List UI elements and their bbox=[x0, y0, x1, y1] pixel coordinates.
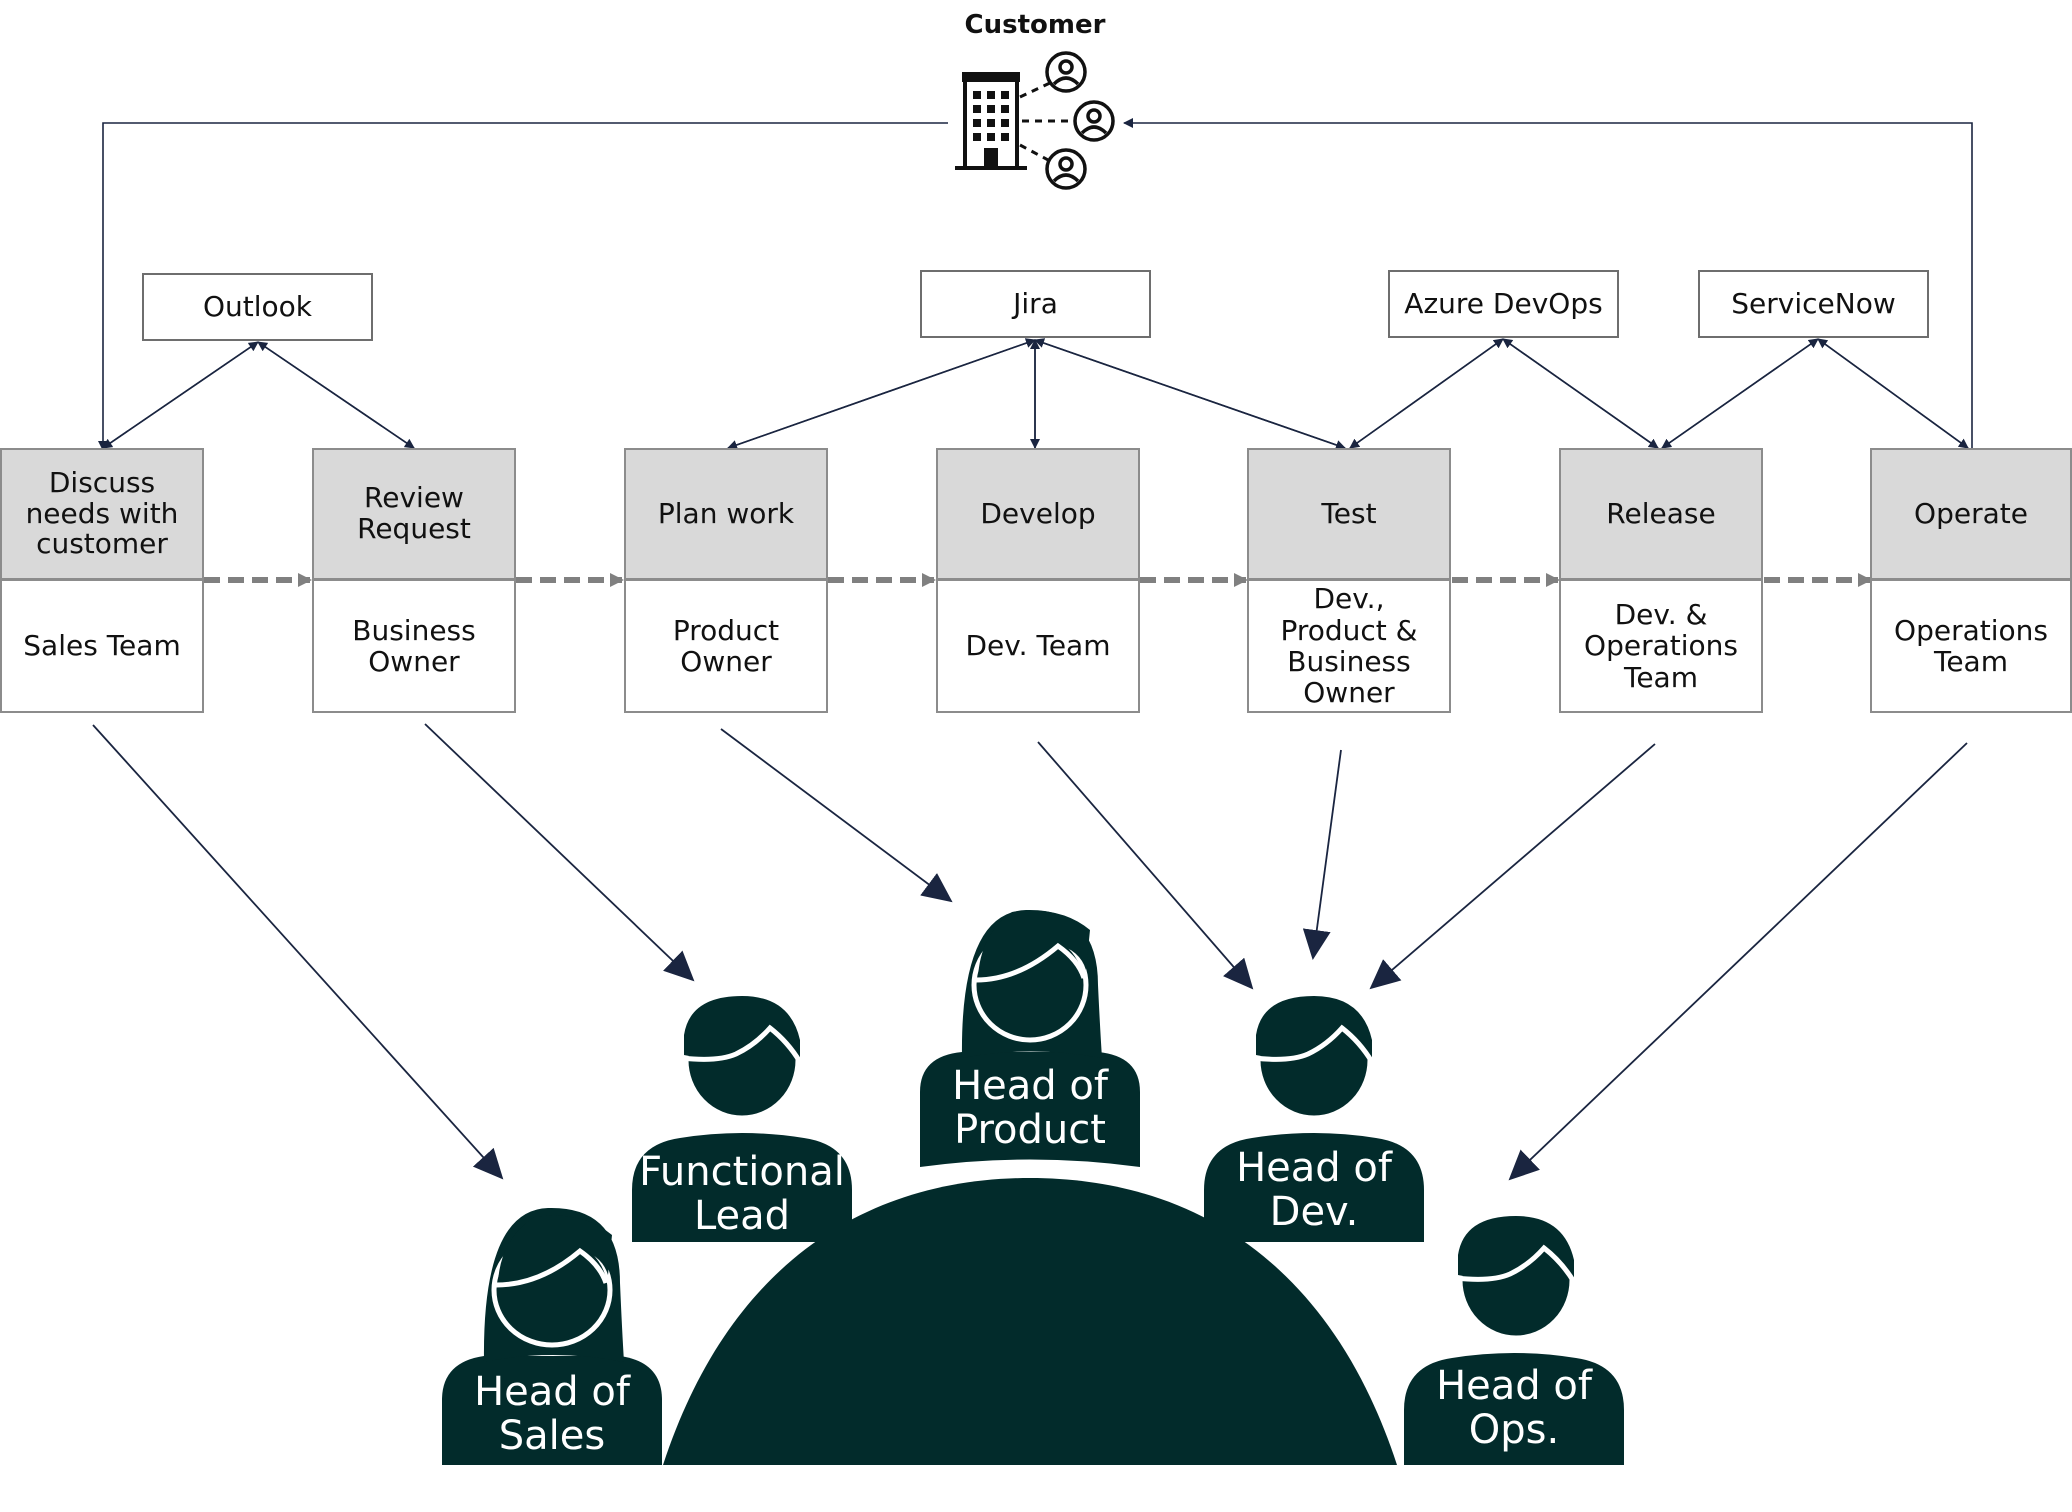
person-silhouette-icon bbox=[920, 1052, 1140, 1167]
user-circle-icon bbox=[1073, 100, 1115, 142]
operate-to-customer-connector bbox=[1123, 118, 1973, 450]
step-release: Release bbox=[1559, 448, 1763, 580]
customer-title: Customer bbox=[964, 9, 1106, 40]
tool-azure-devops: Azure DevOps bbox=[1388, 270, 1619, 338]
person-head-of-sales bbox=[442, 1207, 662, 1465]
person-silhouette-icon bbox=[1204, 1133, 1424, 1242]
tool-jira: Jira bbox=[920, 270, 1151, 338]
person-head-of-ops bbox=[1404, 1216, 1624, 1465]
step-plan: Plan work bbox=[624, 448, 828, 580]
label-head-of-ops: Head of Ops. bbox=[1436, 1363, 1592, 1453]
business-owner-to-functional-lead-arrow bbox=[424, 723, 695, 982]
step-discuss: Discuss needs with customer bbox=[0, 448, 204, 580]
user-circle-icon bbox=[1045, 51, 1087, 93]
owner-plan: Product Owner bbox=[624, 579, 828, 713]
person-silhouette-icon bbox=[1404, 1353, 1624, 1465]
tool-outlook: Outlook bbox=[142, 273, 373, 341]
owner-test: Dev., Product & Business Owner bbox=[1247, 579, 1451, 713]
meeting-table bbox=[663, 1178, 1397, 1465]
owner-discuss: Sales Team bbox=[0, 579, 204, 713]
owner-review: Business Owner bbox=[312, 579, 516, 713]
person-functional-lead bbox=[632, 996, 852, 1242]
person-silhouette-icon bbox=[442, 1356, 662, 1465]
label-functional-lead: Functional Lead bbox=[639, 1149, 845, 1239]
step-review: Review Request bbox=[312, 448, 516, 580]
owner-release: Dev. & Operations Team bbox=[1559, 579, 1763, 713]
stakeholder-arrows bbox=[92, 723, 1968, 1181]
product-owner-to-head-of-product-arrow bbox=[720, 728, 953, 903]
owner-develop: Dev. Team bbox=[936, 579, 1140, 713]
person-head-of-product bbox=[920, 909, 1140, 1167]
person-silhouette-icon bbox=[632, 1133, 852, 1242]
building-icon bbox=[955, 72, 1027, 170]
operations-to-head-of-ops-arrow bbox=[1508, 742, 1968, 1181]
user-circle-icon bbox=[1045, 148, 1087, 190]
dev-team-to-head-of-dev-arrow bbox=[1037, 741, 1254, 990]
sales-to-head-of-sales-arrow bbox=[92, 724, 504, 1180]
customer-to-discuss-connector bbox=[98, 122, 948, 451]
customer-loop-connectors bbox=[98, 118, 1973, 451]
person-head-of-dev bbox=[1204, 996, 1424, 1242]
customer-icon bbox=[955, 51, 1115, 190]
label-head-of-sales: Head of Sales bbox=[474, 1369, 630, 1459]
release-to-head-of-dev-arrow bbox=[1369, 743, 1656, 990]
test-to-head-of-dev-arrow bbox=[1302, 749, 1342, 960]
label-head-of-dev: Head of Dev. bbox=[1236, 1145, 1392, 1235]
tool-servicenow: ServiceNow bbox=[1698, 270, 1929, 338]
tool-connectors bbox=[102, 338, 1969, 450]
owner-operate: Operations Team bbox=[1870, 579, 2072, 713]
step-develop: Develop bbox=[936, 448, 1140, 580]
step-operate: Operate bbox=[1870, 448, 2072, 580]
label-head-of-product: Head of Product bbox=[952, 1063, 1108, 1153]
step-test: Test bbox=[1247, 448, 1451, 580]
